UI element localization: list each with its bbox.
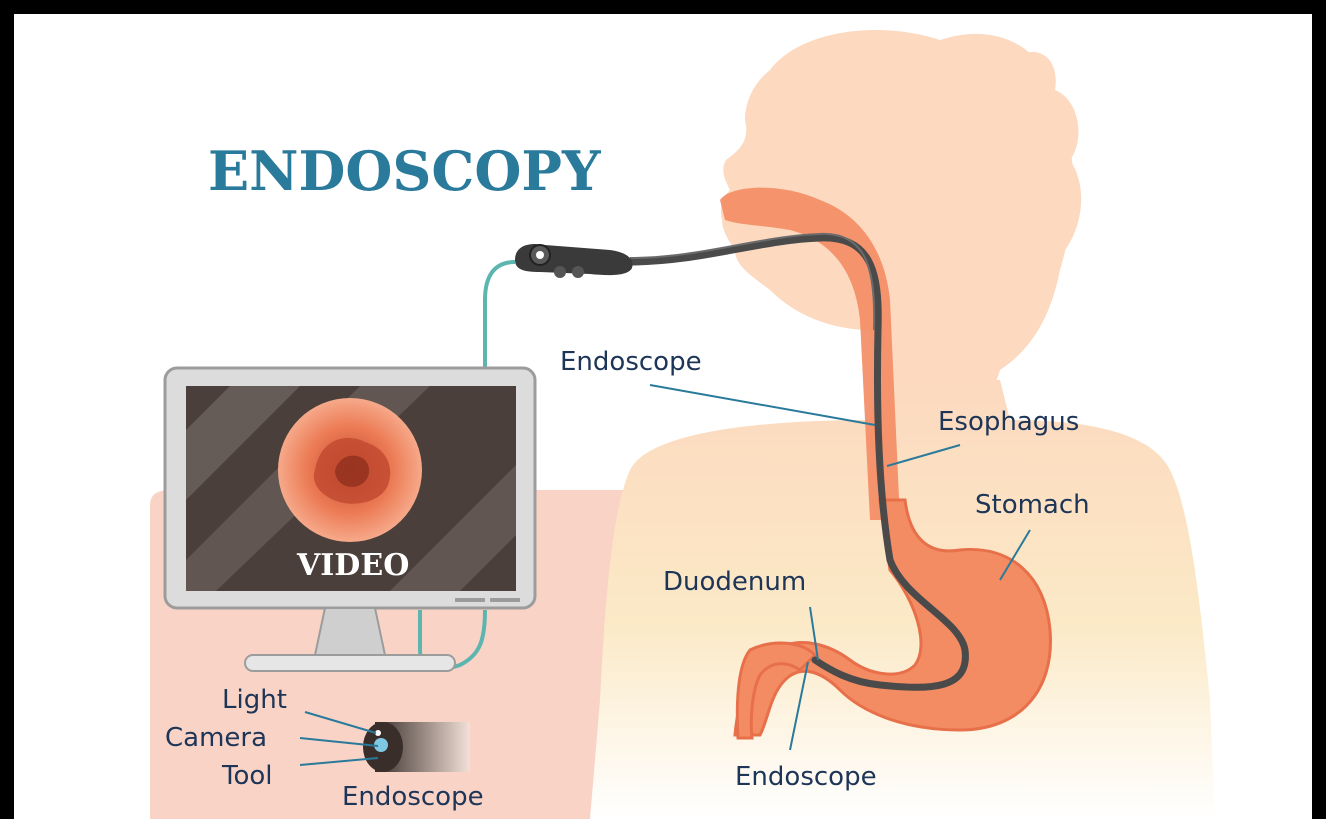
label-endoscope-bottom: Endoscope [735, 762, 877, 792]
label-duodenum: Duodenum [663, 567, 806, 597]
screen-video-label: VIDEO [296, 548, 409, 583]
label-esophagus: Esophagus [938, 407, 1079, 437]
label-endoscope-tip: Endoscope [342, 782, 484, 812]
diagram-title: ENDOSCOPY [208, 139, 602, 203]
label-stomach: Stomach [975, 490, 1090, 520]
endoscope-tip [363, 722, 470, 772]
label-tool: Tool [221, 761, 273, 791]
label-camera: Camera [165, 723, 267, 753]
torso-silhouette [590, 380, 1215, 819]
label-light: Light [222, 685, 287, 715]
label-endoscope-top: Endoscope [560, 347, 702, 377]
